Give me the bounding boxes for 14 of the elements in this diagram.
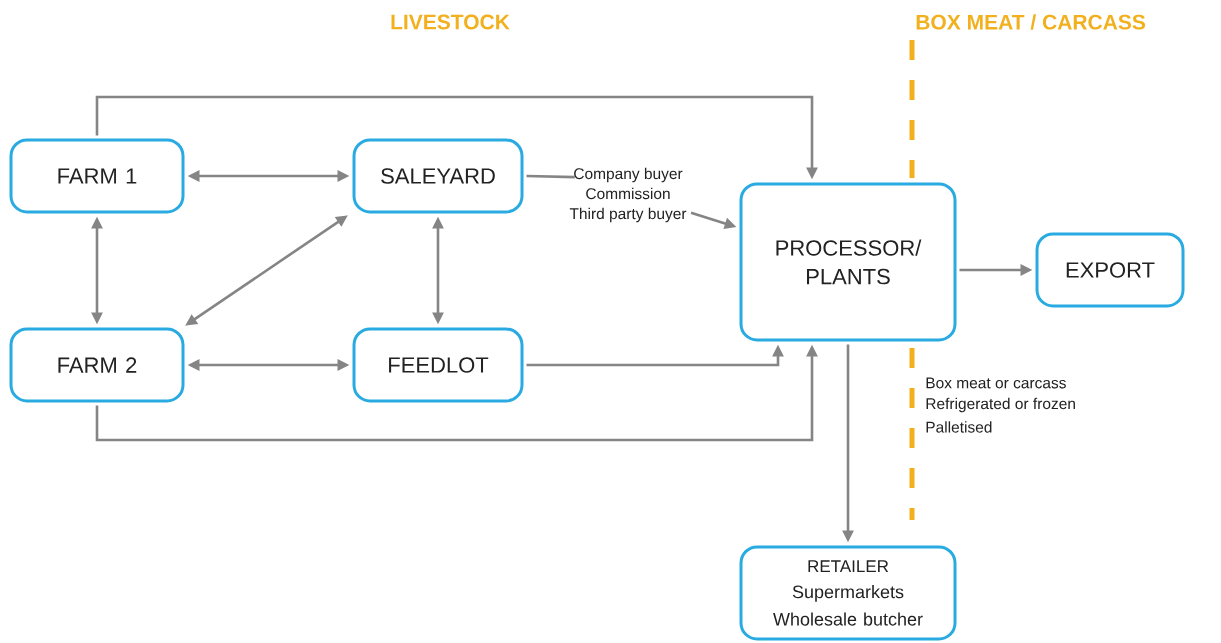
process-box: PROCESSOR/ PLANTS — [739, 182, 957, 342]
buyer-text: Company buyer Commission Third party buyer — [569, 167, 687, 223]
section-heading: BOX MEAT / CARCASS — [916, 14, 1146, 30]
process-box: SALEYARD — [352, 138, 524, 214]
process-box: RETAILER Supermarkets Wholesale butcher — [739, 545, 957, 641]
note-text: Box meat or carcass — [926, 377, 1066, 389]
note-text: Palletised — [926, 421, 992, 433]
process-box: EXPORT — [1035, 232, 1185, 308]
section-heading: LIVESTOCK — [391, 14, 510, 30]
process-box: FEEDLOT — [352, 327, 524, 403]
note-text: Refrigerated or frozen — [926, 397, 1075, 413]
process-box: FARM 1 — [9, 138, 185, 214]
process-box: FARM 2 — [9, 327, 185, 403]
connector-line — [526, 174, 575, 179]
